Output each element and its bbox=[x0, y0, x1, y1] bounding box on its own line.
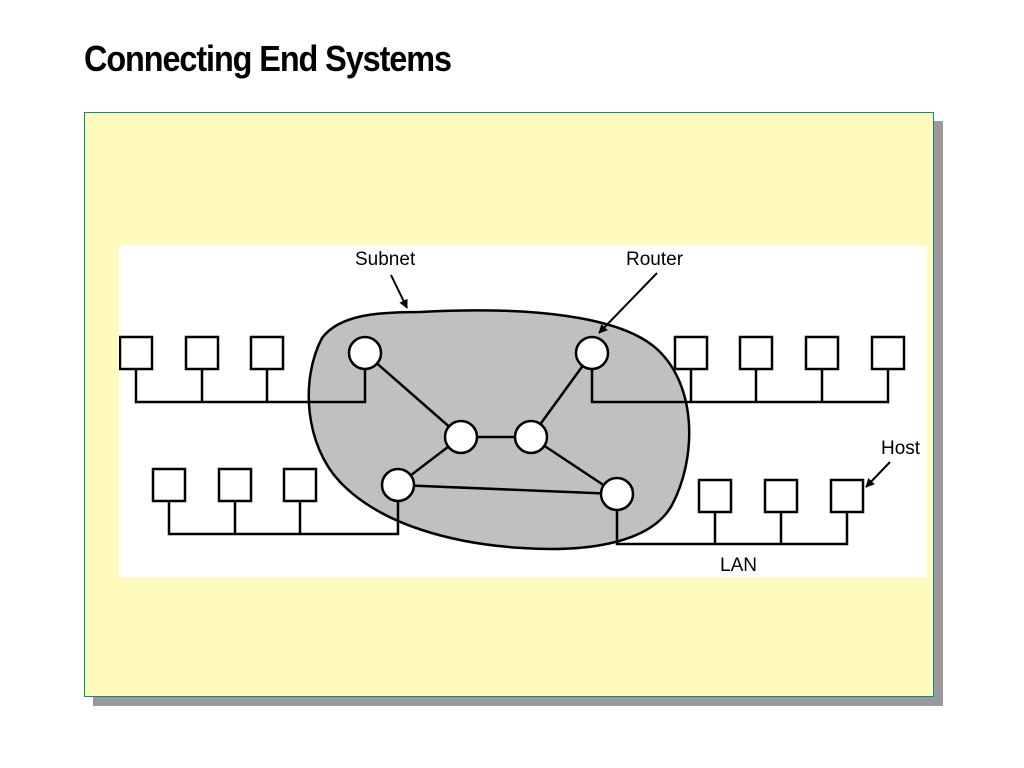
routers bbox=[347, 335, 635, 512]
lan-top-right bbox=[590, 368, 890, 404]
host-node bbox=[738, 335, 774, 371]
router-node bbox=[380, 467, 416, 503]
host-node bbox=[697, 478, 733, 514]
router-node bbox=[513, 419, 549, 455]
router-arrow bbox=[598, 272, 658, 334]
router-node bbox=[347, 335, 383, 371]
network-diagram: Subnet Router Host LAN bbox=[119, 249, 921, 576]
diagram-area: Subnet Router Host LAN bbox=[119, 245, 927, 577]
router-node bbox=[574, 335, 610, 371]
host-node bbox=[870, 335, 906, 371]
lan-label: LAN bbox=[720, 555, 757, 576]
subnet-arrow bbox=[390, 274, 408, 309]
lan-bottom-right bbox=[615, 511, 849, 546]
host-node bbox=[763, 478, 799, 514]
router-node bbox=[443, 419, 479, 455]
host-node bbox=[184, 335, 220, 371]
router-label: Router bbox=[626, 249, 684, 270]
host-label: Host bbox=[881, 438, 921, 459]
host-node bbox=[151, 467, 187, 503]
host-node bbox=[282, 467, 318, 503]
router-node bbox=[599, 476, 635, 512]
host-node bbox=[217, 467, 253, 503]
callout-arrows bbox=[390, 272, 891, 488]
hosts bbox=[119, 335, 906, 514]
host-node bbox=[829, 478, 865, 514]
lan-bottom-left bbox=[167, 500, 400, 536]
lan-top-left bbox=[134, 368, 367, 404]
subnet-label: Subnet bbox=[355, 249, 416, 270]
host-node bbox=[119, 335, 154, 371]
host-node bbox=[804, 335, 840, 371]
host-node bbox=[673, 335, 709, 371]
host-node bbox=[249, 335, 285, 371]
host-arrow bbox=[865, 461, 891, 488]
page-title: Connecting End Systems bbox=[84, 38, 452, 79]
